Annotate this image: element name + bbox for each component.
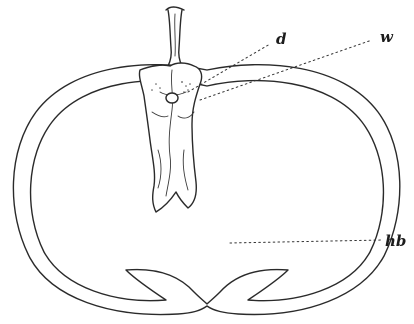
leader-line-hb <box>230 240 382 243</box>
upper-stalk-tip <box>166 7 184 10</box>
inner-body-wall <box>31 81 384 304</box>
neural-node <box>166 93 178 103</box>
label-d: d <box>276 30 287 48</box>
stalk-inner-line <box>175 14 176 56</box>
label-hb: hb <box>385 232 406 250</box>
central-organ <box>139 63 201 212</box>
label-w: w <box>380 28 394 46</box>
outer-body-wall <box>13 65 399 315</box>
